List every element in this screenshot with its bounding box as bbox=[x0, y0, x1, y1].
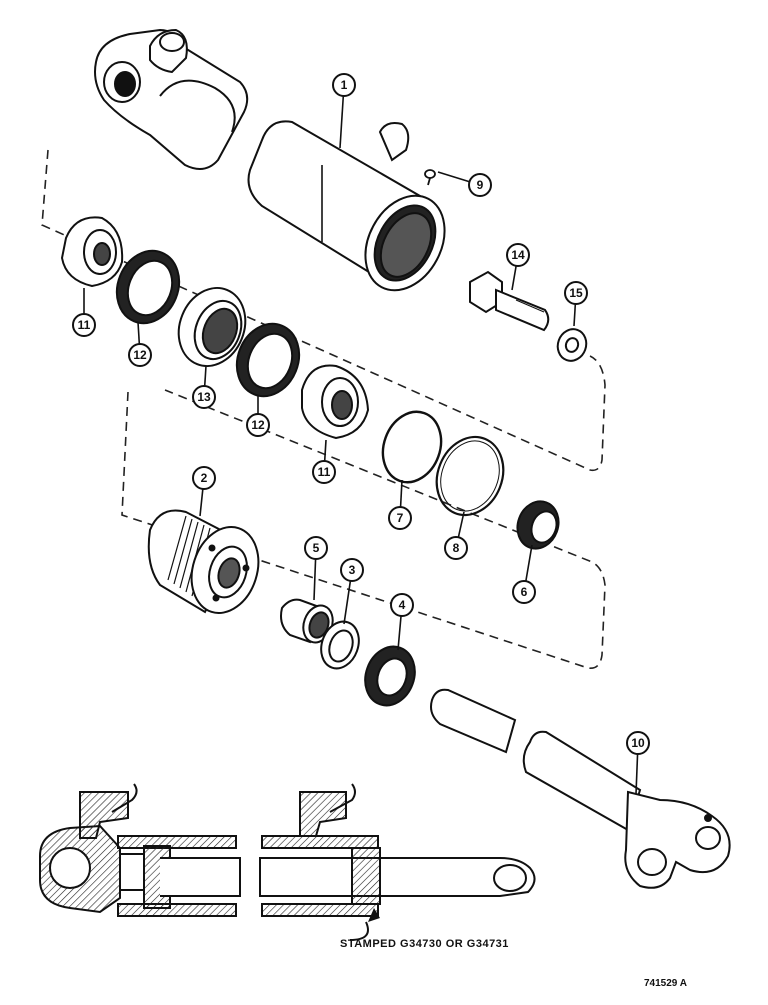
o-ring bbox=[381, 410, 443, 484]
washer bbox=[556, 328, 588, 362]
callout-bubble bbox=[390, 593, 414, 617]
wear-ring-large bbox=[177, 287, 247, 367]
piston bbox=[147, 509, 260, 614]
callout-bubble bbox=[304, 536, 328, 560]
callout-bubble bbox=[512, 580, 536, 604]
callout-number: 11 bbox=[318, 465, 331, 479]
callout-6: 6 bbox=[512, 544, 536, 604]
callout-2: 2 bbox=[192, 466, 216, 517]
callout-bubble bbox=[468, 173, 492, 197]
callout-13: 13 bbox=[192, 365, 216, 409]
callout-number: 8 bbox=[453, 541, 460, 555]
callout-number: 4 bbox=[399, 598, 406, 612]
callout-bubble bbox=[388, 506, 412, 530]
stamp-note: STAMPED G34730 OR G34731 bbox=[340, 908, 509, 950]
callout-bubble bbox=[192, 385, 216, 409]
callout-7: 7 bbox=[388, 479, 412, 530]
seal-kit-outline-lower bbox=[121, 389, 606, 670]
callout-number: 13 bbox=[197, 390, 211, 404]
gland-right bbox=[301, 364, 370, 440]
callout-number: 9 bbox=[477, 178, 484, 192]
callout-number: 3 bbox=[349, 563, 356, 577]
callout-number: 10 bbox=[631, 736, 645, 750]
callout-3: 3 bbox=[340, 558, 364, 625]
callout-bubble bbox=[192, 466, 216, 490]
callout-bubble bbox=[312, 460, 336, 484]
callout-bubble bbox=[506, 243, 530, 267]
callout-5: 5 bbox=[304, 536, 328, 601]
callout-4: 4 bbox=[390, 593, 414, 651]
callout-bubble bbox=[626, 731, 650, 755]
callout-bubble bbox=[72, 313, 96, 337]
seal-kit-outline-upper bbox=[41, 149, 606, 472]
seal-upper bbox=[115, 249, 181, 325]
callout-15: 15 bbox=[564, 281, 588, 327]
callout-8: 8 bbox=[444, 511, 468, 560]
callout-bubble bbox=[444, 536, 468, 560]
callout-number: 2 bbox=[201, 471, 208, 485]
callout-bubble bbox=[332, 73, 356, 97]
callout-11: 11 bbox=[72, 288, 96, 337]
wiper bbox=[516, 500, 560, 550]
callout-bubble bbox=[246, 413, 270, 437]
callout-number: 12 bbox=[251, 418, 265, 432]
callout-bubble bbox=[128, 343, 152, 367]
callout-14: 14 bbox=[506, 243, 530, 291]
callout-number: 5 bbox=[313, 541, 320, 555]
callout-12: 12 bbox=[128, 321, 152, 367]
callout-number: 11 bbox=[78, 318, 91, 332]
callout-number: 6 bbox=[521, 585, 528, 599]
stamp-note-text: STAMPED G34730 OR G34731 bbox=[340, 938, 509, 950]
callout-number: 15 bbox=[569, 286, 583, 300]
callout-12: 12 bbox=[246, 396, 270, 437]
gland-left bbox=[60, 216, 124, 288]
figure-id: 741529 A bbox=[644, 978, 687, 989]
bolt bbox=[469, 270, 550, 332]
clevis-end-cap bbox=[94, 28, 249, 170]
screw bbox=[424, 169, 436, 186]
callout-10: 10 bbox=[626, 731, 650, 795]
callout-1: 1 bbox=[332, 73, 356, 149]
callout-bubble bbox=[340, 558, 364, 582]
callout-number: 14 bbox=[511, 248, 525, 262]
rod-seal bbox=[364, 645, 416, 707]
barrel bbox=[247, 120, 446, 292]
bushing bbox=[280, 598, 334, 644]
rod bbox=[430, 688, 731, 889]
assembled-cutaway-view bbox=[39, 783, 536, 917]
seal-lower bbox=[235, 322, 301, 398]
callout-11: 11 bbox=[312, 439, 336, 484]
backup-ring bbox=[435, 435, 505, 517]
callout-bubble bbox=[564, 281, 588, 305]
callout-9: 9 bbox=[437, 171, 492, 197]
wear-ring bbox=[320, 620, 360, 670]
callout-number: 1 bbox=[341, 78, 348, 92]
callout-number: 12 bbox=[133, 348, 147, 362]
callout-number: 7 bbox=[397, 511, 404, 525]
